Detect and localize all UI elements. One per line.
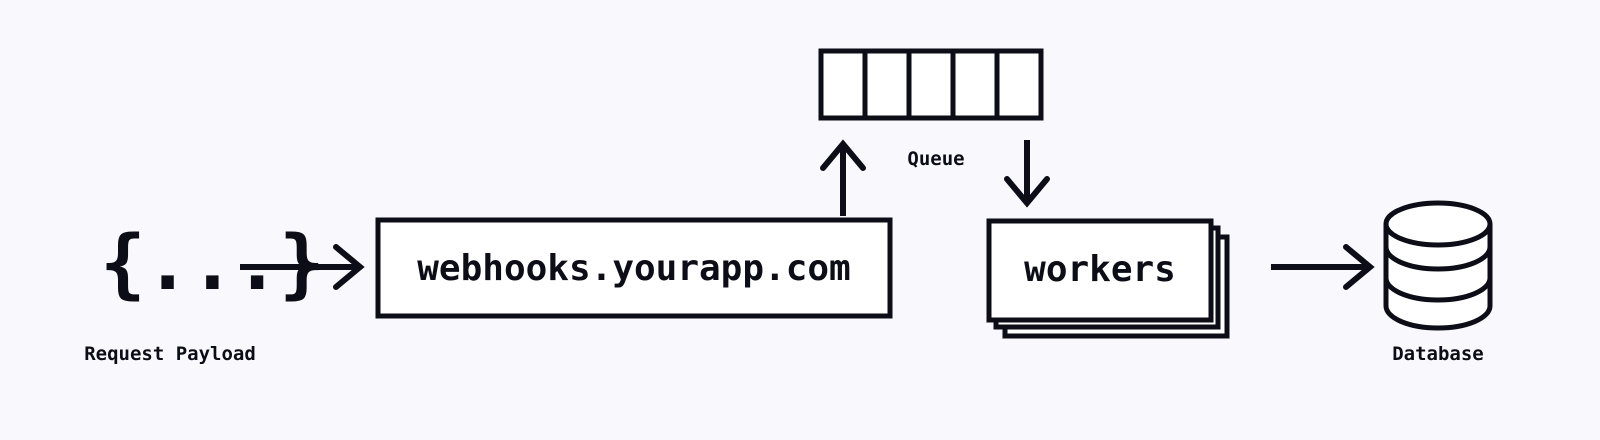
arrow-payload-to-endpoint xyxy=(240,244,365,290)
payload-caption: Request Payload xyxy=(84,343,256,365)
queue-caption: Queue xyxy=(907,148,965,170)
json-payload-icon: {...} xyxy=(100,218,325,307)
arrow-queue-to-workers xyxy=(1004,140,1050,208)
endpoint-box xyxy=(375,217,893,319)
arrow-endpoint-to-queue xyxy=(820,139,866,216)
endpoint-label: webhooks.yourapp.com xyxy=(417,248,851,289)
database-cylinder xyxy=(1383,200,1493,331)
workers-label: workers xyxy=(1024,249,1176,290)
workers-stack xyxy=(986,218,1230,339)
database-caption: Database xyxy=(1392,343,1484,365)
arrow-workers-to-database xyxy=(1271,244,1375,290)
queue-shape xyxy=(818,48,1044,121)
